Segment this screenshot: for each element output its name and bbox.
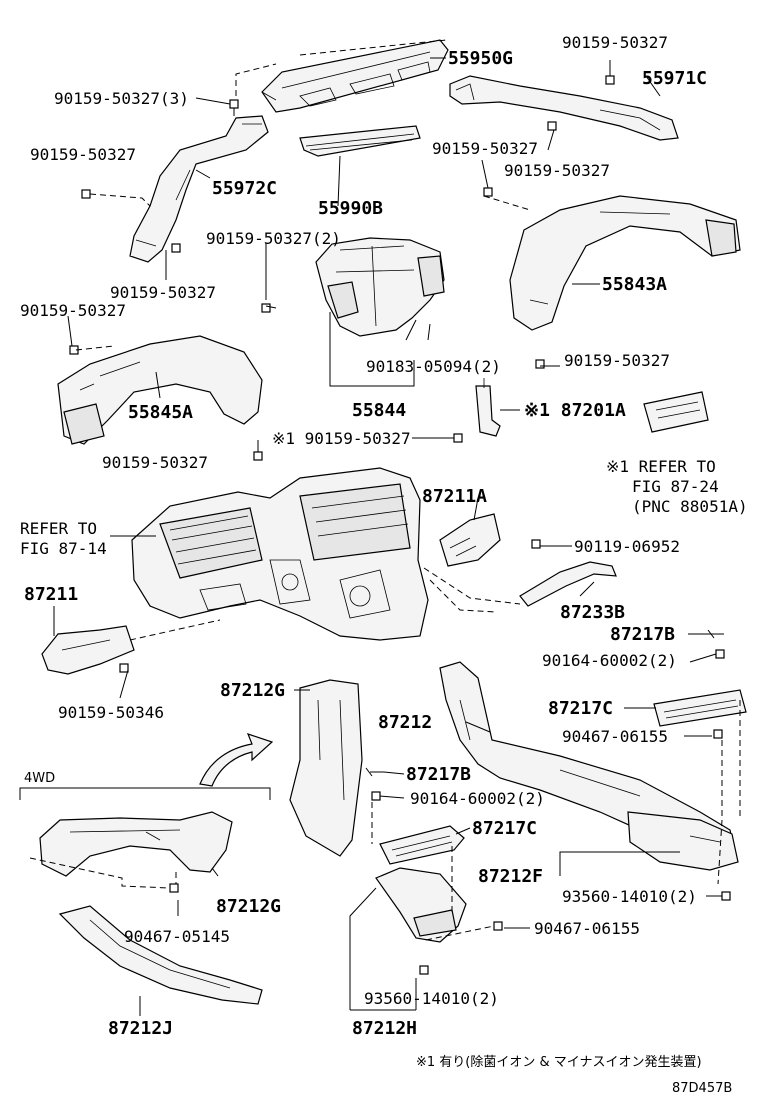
label-55845a: 55845A: [128, 402, 193, 423]
bolt-icon: [535, 359, 545, 369]
label-87217c-top: 87217C: [548, 698, 613, 719]
label-90159-50327-3: 90159-50327(3): [54, 89, 189, 108]
bolt-icon: [371, 791, 381, 801]
bolt-icon: [531, 539, 541, 549]
duct-87211a: [439, 513, 501, 567]
label-93560-14010-right: 93560-14010(2): [562, 887, 697, 906]
bolt-icon: [261, 303, 271, 313]
defroster-nozzle: [261, 39, 449, 113]
duct-87211: [41, 625, 135, 675]
hvac-unit: [131, 467, 429, 641]
duct-87212h: [375, 867, 467, 943]
duct-55843a: [509, 195, 741, 331]
bolt-icon: [253, 451, 263, 461]
label-55844: 55844: [352, 400, 406, 421]
label-90159-50327-d: 90159-50327: [110, 283, 216, 302]
label-90467-06155-top: 90467-06155: [562, 727, 668, 746]
register-87217c-mid: [379, 825, 465, 865]
label-90119-06952: 90119-06952: [574, 537, 680, 556]
footnote: ※1 有り(除菌イオン & マイナスイオン発生装置): [416, 1055, 702, 1070]
duct-55845a: [57, 335, 263, 445]
ion-generator: [643, 391, 709, 433]
clip-icon: [365, 767, 384, 777]
label-90159-50327-2: 90159-50327(2): [206, 229, 341, 248]
label-87233b: 87233B: [560, 602, 625, 623]
bolt-icon: [493, 921, 503, 931]
label-87201a: ※1 87201A: [524, 400, 626, 421]
label-87211: 87211: [24, 584, 78, 605]
bolt-icon: [713, 729, 723, 739]
duct-87212g-4wd: [39, 811, 233, 877]
label-90159-50327-b: 90159-50327: [432, 139, 538, 158]
bolt-icon: [721, 891, 731, 901]
label-87217b-top: 87217B: [610, 624, 675, 645]
bolt-icon: [229, 99, 239, 116]
label-90159-50346: 90159-50346: [58, 703, 164, 722]
register-87217c-top: [653, 689, 747, 727]
bolt-icon: [81, 189, 91, 199]
label-55843a: 55843A: [602, 274, 667, 295]
duct-87212g: [289, 679, 363, 857]
bolt-icon: [605, 60, 615, 85]
bolt-icon: [169, 883, 179, 893]
bolt-icon: [483, 187, 493, 197]
air-filter: [299, 125, 421, 157]
label-87212j: 87212J: [108, 1018, 173, 1039]
diagram-id: 87D457B: [672, 1081, 732, 1096]
label-90159-50327-h: ※1 90159-50327: [272, 429, 411, 448]
bolt-icon: [119, 663, 129, 673]
sensor-87201a: [475, 378, 501, 437]
bolt-icon: [419, 965, 429, 975]
label-90159-50327-e: 90159-50327: [20, 301, 126, 320]
label-93560-14010-bot: 93560-14010(2): [364, 989, 499, 1008]
4wd-box: 4WD: [19, 771, 271, 800]
label-90159-50327-a: 90159-50327: [30, 145, 136, 164]
label-87212g-bot: 87212G: [216, 896, 281, 917]
bolt-icon: [453, 433, 463, 443]
label-90159-50327-c: 90159-50327: [504, 161, 610, 180]
label-87211a: 87211A: [422, 486, 487, 507]
label-refer-87-14-b: FIG 87-14: [20, 539, 107, 558]
label-90159-50327-top: 90159-50327: [562, 33, 668, 52]
bolt-icon: [715, 649, 725, 659]
curved-arrow: [199, 733, 274, 787]
label-55971c: 55971C: [642, 68, 707, 89]
label-90467-06155-mid: 90467-06155: [534, 919, 640, 938]
label-90164-60002-mid: 90164-60002(2): [410, 789, 545, 808]
bolt-icon: [171, 243, 181, 253]
label-87217c-mid: 87217C: [472, 818, 537, 839]
label-55950g: 55950G: [448, 48, 513, 69]
blower-housing-55844: [315, 237, 445, 337]
label-90164-60002-top: 90164-60002(2): [542, 651, 677, 670]
label-refer-87-14-a: REFER TO: [20, 519, 97, 538]
hose-87233b: [519, 561, 617, 607]
label-90159-50327-f: 90159-50327: [564, 351, 670, 370]
bolt-icon: [547, 121, 557, 131]
duct-87212j: [58, 905, 263, 1005]
label-55990b: 55990B: [318, 198, 383, 219]
4wd-label: 4WD: [24, 771, 55, 786]
label-87217b-mid: 87217B: [406, 764, 471, 785]
label-90467-05145: 90467-05145: [124, 927, 230, 946]
label-55972c: 55972C: [212, 178, 277, 199]
duct-87212f: [627, 811, 739, 871]
label-87212g-top: 87212G: [220, 680, 285, 701]
label-87212: 87212: [378, 712, 432, 733]
duct-55972c: [129, 115, 269, 263]
label-90159-50327-i: 90159-50327: [102, 453, 208, 472]
label-refer-87-24-b: FIG 87-24: [632, 477, 719, 496]
label-87212f: 87212F: [478, 866, 543, 887]
label-90183-05094: 90183-05094(2): [366, 357, 501, 376]
duct-55971c: [449, 75, 679, 141]
label-refer-87-24-c: (PNC 88051A): [632, 497, 748, 516]
label-refer-87-24-a: ※1 REFER TO: [606, 457, 716, 476]
label-87212h: 87212H: [352, 1018, 417, 1039]
